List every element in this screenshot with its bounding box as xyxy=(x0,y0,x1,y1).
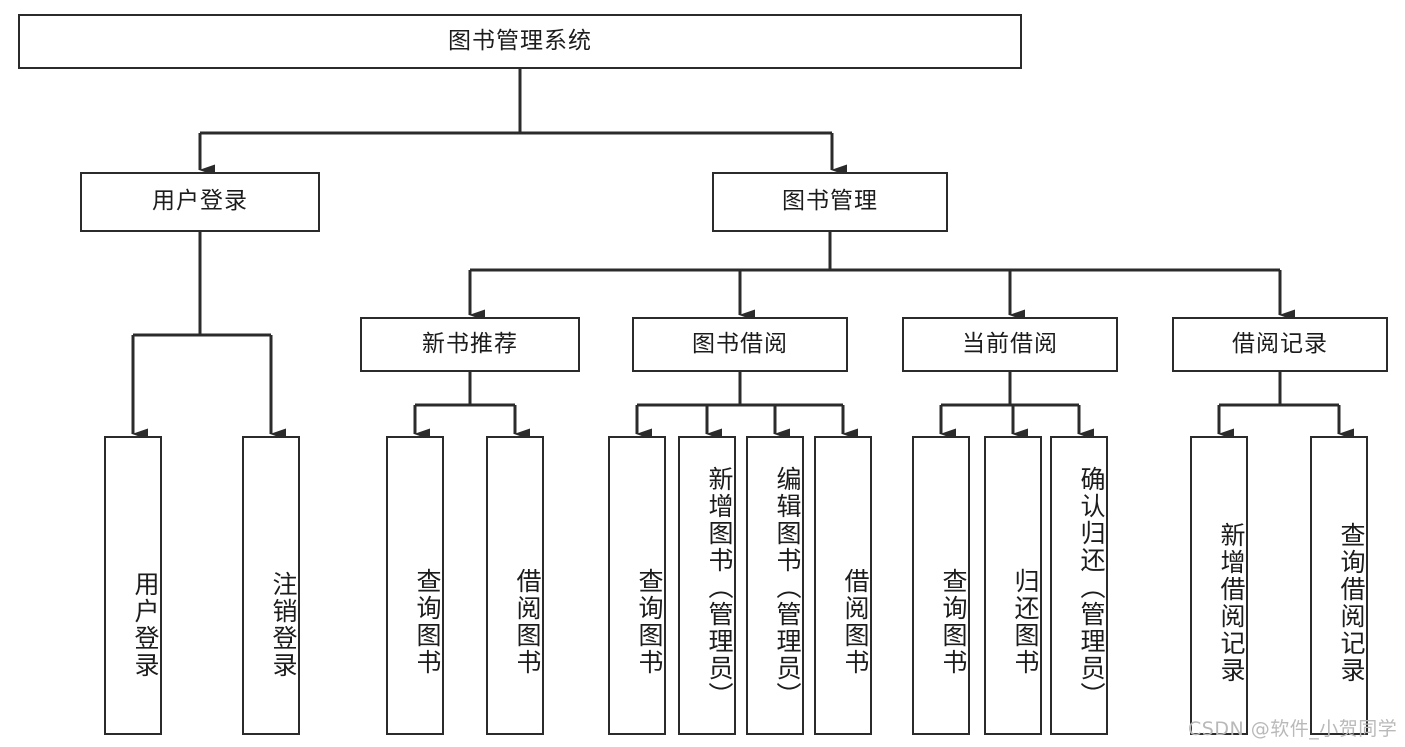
leaf-add-book-label: 新增图书（管理员） xyxy=(705,466,734,709)
node-book-borrow[interactable]: 图书借阅 xyxy=(632,317,848,372)
node-new-book-rec-label: 新书推荐 xyxy=(422,330,518,357)
node-borrow-record[interactable]: 借阅记录 xyxy=(1172,317,1388,372)
leaf-borrow-book-1[interactable]: 借阅图书 xyxy=(486,436,544,735)
leaf-return-book[interactable]: 归还图书 xyxy=(984,436,1042,735)
leaf-borrow-book-2[interactable]: 借阅图书 xyxy=(814,436,872,735)
leaf-query-book-3-label: 查询图书 xyxy=(939,567,968,676)
leaf-add-record-label: 新增借阅记录 xyxy=(1217,521,1246,684)
leaf-query-record-label: 查询借阅记录 xyxy=(1337,521,1366,684)
node-user-login[interactable]: 用户登录 xyxy=(80,172,320,232)
leaf-edit-book-label: 编辑图书（管理员） xyxy=(773,466,802,709)
node-root[interactable]: 图书管理系统 xyxy=(18,14,1022,69)
node-book-borrow-label: 图书借阅 xyxy=(692,330,788,357)
csdn-watermark: CSDN @软件_小贺同学 xyxy=(1188,718,1398,740)
leaf-query-book-2[interactable]: 查询图书 xyxy=(608,436,666,735)
node-current-borrow[interactable]: 当前借阅 xyxy=(902,317,1118,372)
leaf-query-book-2-label: 查询图书 xyxy=(635,567,664,676)
node-user-login-label: 用户登录 xyxy=(152,188,248,215)
leaf-logout[interactable]: 注销登录 xyxy=(242,436,300,735)
leaf-query-book-1-label: 查询图书 xyxy=(413,567,442,676)
leaf-query-book-3[interactable]: 查询图书 xyxy=(912,436,970,735)
node-book-manage[interactable]: 图书管理 xyxy=(712,172,948,232)
node-current-borrow-label: 当前借阅 xyxy=(962,330,1058,357)
node-borrow-record-label: 借阅记录 xyxy=(1232,330,1328,357)
leaf-return-book-label: 归还图书 xyxy=(1011,567,1040,676)
leaf-add-book[interactable]: 新增图书（管理员） xyxy=(678,436,736,735)
leaf-confirm-return-label: 确认归还（管理员） xyxy=(1077,466,1106,709)
leaf-edit-book[interactable]: 编辑图书（管理员） xyxy=(746,436,804,735)
node-new-book-rec[interactable]: 新书推荐 xyxy=(360,317,580,372)
node-root-label: 图书管理系统 xyxy=(448,27,592,54)
leaf-query-record[interactable]: 查询借阅记录 xyxy=(1310,436,1368,735)
leaf-borrow-book-2-label: 借阅图书 xyxy=(841,567,870,676)
leaf-add-record[interactable]: 新增借阅记录 xyxy=(1190,436,1248,735)
leaf-user-login[interactable]: 用户登录 xyxy=(104,436,162,735)
leaf-confirm-return[interactable]: 确认归还（管理员） xyxy=(1050,436,1108,735)
leaf-borrow-book-1-label: 借阅图书 xyxy=(513,567,542,676)
node-book-manage-label: 图书管理 xyxy=(782,188,878,215)
leaf-query-book-1[interactable]: 查询图书 xyxy=(386,436,444,735)
leaf-user-login-label: 用户登录 xyxy=(131,570,160,679)
leaf-logout-label: 注销登录 xyxy=(269,570,298,679)
